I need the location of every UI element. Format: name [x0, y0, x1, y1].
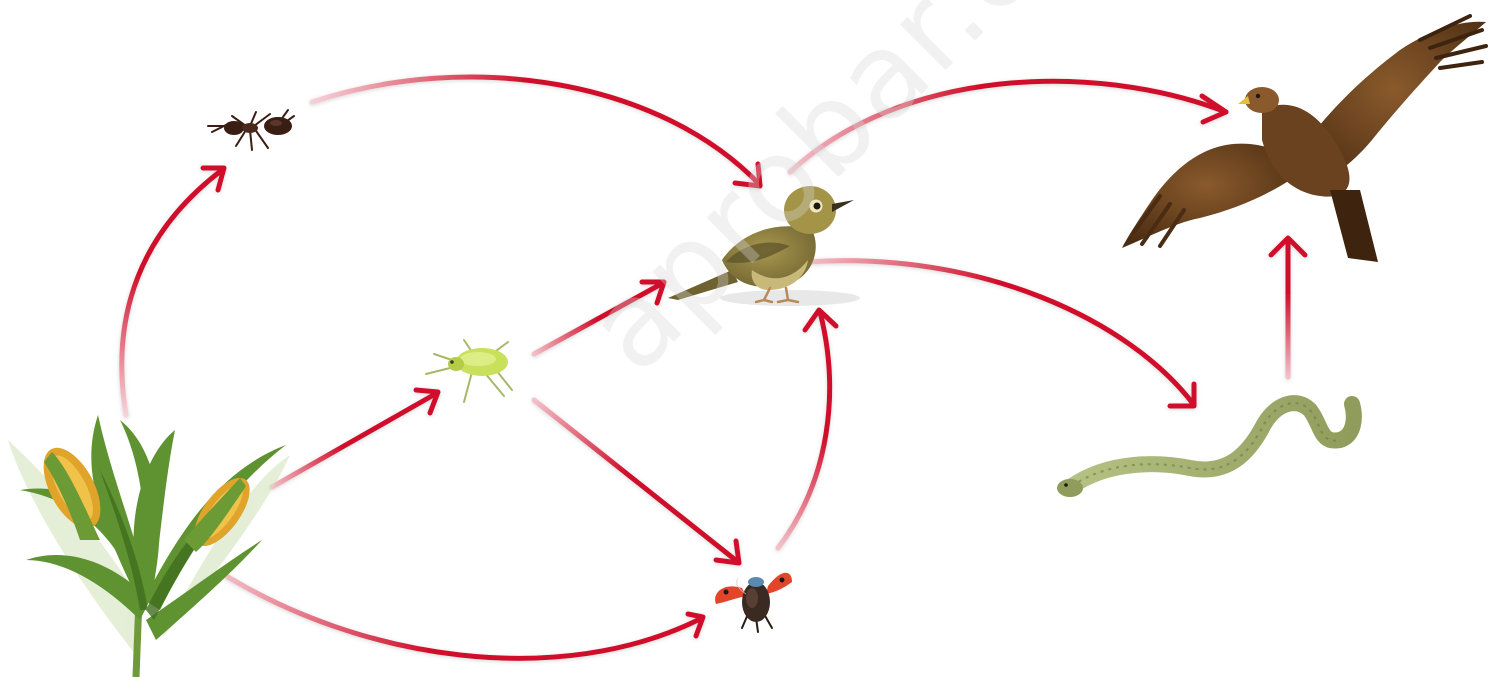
snake-icon: [1057, 403, 1354, 497]
ladybug-icon: [715, 573, 792, 632]
songbird-icon: [668, 186, 860, 306]
arrow-bird-to-snake: [806, 261, 1194, 406]
corn-plant-icon: [8, 415, 290, 677]
feeding-links: [122, 77, 1305, 658]
hawk-icon: [1122, 16, 1486, 262]
arrow-aphid-to-bird: [534, 282, 664, 354]
arrow-snake-to-hawk: [1271, 238, 1305, 377]
arrow-corn-to-ant: [122, 168, 224, 415]
arrow-bird-to-hawk: [790, 81, 1226, 172]
arrow-aphid-to-ladybug: [534, 400, 739, 563]
arrow-ant-to-bird: [312, 77, 760, 186]
arrow-corn-to-aphid: [272, 390, 438, 487]
arrow-ladybug-to-bird: [778, 310, 836, 548]
arrow-corn-to-ladybug: [220, 572, 703, 658]
ant-icon: [208, 110, 294, 150]
